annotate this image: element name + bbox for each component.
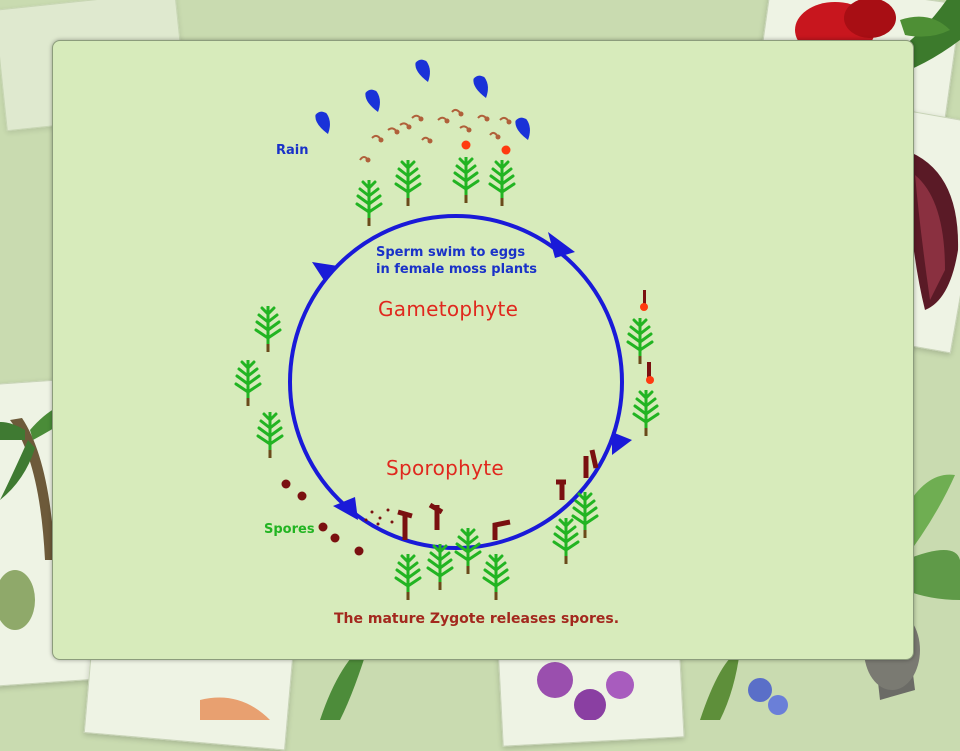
life-cycle-circle [288, 214, 624, 550]
sporophyte-capsule [492, 519, 511, 540]
sporophyte-capsule [556, 479, 566, 500]
rain-label: Rain [276, 143, 309, 158]
gametophyte-label: Gametophyte [378, 297, 519, 321]
moss-plant-icon [394, 158, 422, 208]
moss-plant-icon [482, 552, 510, 602]
moss-plant-icon [552, 516, 580, 566]
spore-icon [281, 479, 394, 556]
sperm-icon [365, 111, 512, 163]
moss-plant-icon [454, 526, 482, 576]
moss-life-cycle-diagram [234, 57, 660, 602]
moss-plant-icon [626, 316, 654, 366]
moss-plant-icon [452, 155, 480, 205]
zygote-icon [640, 303, 648, 311]
moss-plant-icon [426, 542, 454, 592]
egg-icon [461, 140, 471, 150]
cycle-arrowhead-icon [312, 262, 338, 282]
slide-panel [52, 40, 914, 660]
moss-plant-icon [394, 552, 422, 602]
sporophyte-capsule [397, 509, 413, 540]
zygote-caption: The mature Zygote releases spores. [334, 611, 620, 627]
cycle-arrowhead-icon [333, 497, 358, 520]
zygote-icon [646, 376, 654, 384]
sperm-swim-line1: Sperm swim to eggs [376, 245, 526, 260]
spores-label: Spores [264, 522, 315, 537]
sporophyte-stalk [647, 362, 651, 380]
sporophyte-stalk [643, 290, 646, 308]
moss-plant-icon [632, 388, 660, 438]
sporophyte-capsule [583, 449, 599, 478]
sporophyte-capsule [428, 502, 444, 530]
egg-icon [501, 145, 511, 155]
raindrop-icon [313, 109, 334, 137]
bottom-flowers-illustration [200, 640, 788, 720]
sperm-swim-line2: in female moss plants [376, 262, 538, 277]
raindrop-icon [363, 87, 384, 115]
moss-plant-icon [256, 410, 284, 460]
moss-plant-icon [254, 304, 282, 354]
moss-plant-icon [488, 158, 516, 208]
sperm-swim-label: Sperm swim to eggs in female moss plants [376, 244, 537, 278]
raindrop-icon [513, 115, 534, 143]
cycle-arrowhead-icon [612, 432, 632, 455]
raindrop-icon [413, 57, 434, 85]
moss-plant-icon [234, 358, 262, 408]
sporophyte-label: Sporophyte [386, 456, 504, 480]
moss-plant-icon [355, 178, 383, 228]
cycle-arrowhead-icon [548, 232, 575, 258]
raindrop-icon [471, 73, 492, 101]
